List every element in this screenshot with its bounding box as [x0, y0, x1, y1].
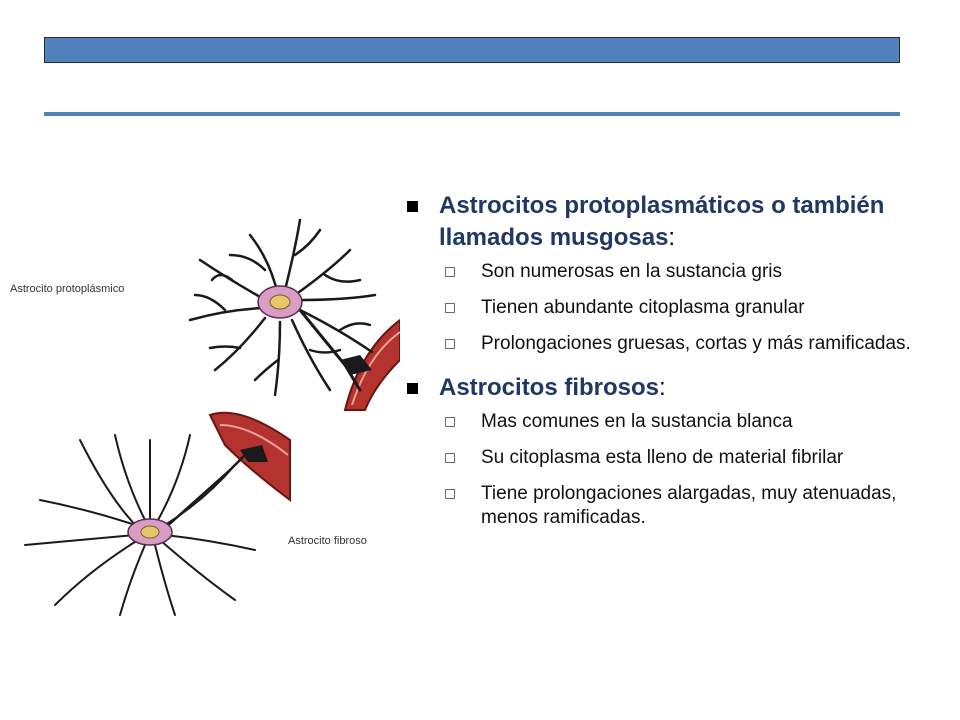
sub-bullet: Son numerosas en la sustancia gris: [405, 260, 950, 284]
fibrous-astrocyte: [24, 434, 256, 616]
bullet-content: Astrocitos protoplasmáticos o también ll…: [405, 190, 950, 542]
bullet-heading: Astrocitos protoplasmáticos o también ll…: [439, 192, 885, 251]
sub-bullet: Prolongaciones gruesas, cortas y más ram…: [405, 332, 950, 356]
sub-bullet-text: Tienen abundante citoplasma granular: [481, 297, 805, 318]
endfoot-bottom: [240, 445, 268, 462]
sub-bullet-text: Tiene prolongaciones alargadas, muy aten…: [481, 483, 897, 528]
square-bullet-icon: [407, 383, 418, 394]
hollow-square-bullet-icon: [445, 267, 455, 277]
sub-bullet-text: Su citoplasma esta lleno de material fib…: [481, 447, 844, 468]
square-bullet-icon: [407, 201, 418, 212]
bullet-fibrous: Astrocitos fibrosos:: [405, 372, 950, 404]
astrocyte-illustration: Astrocito protoplásmico Astrocito fibros…: [10, 218, 400, 616]
hollow-square-bullet-icon: [445, 453, 455, 463]
endfoot-top: [340, 355, 372, 375]
bullet-colon: :: [668, 224, 676, 251]
bullet-colon: :: [659, 374, 666, 401]
label-protoplasmic: Astrocito protoplásmico: [10, 283, 124, 295]
title-bar: [44, 37, 900, 63]
bullet-protoplasmic: Astrocitos protoplasmáticos o también ll…: [405, 190, 950, 254]
sub-bullet-text: Mas comunes en la sustancia blanca: [481, 411, 793, 432]
sub-bullet-text: Son numerosas en la sustancia gris: [481, 261, 782, 282]
hollow-square-bullet-icon: [445, 339, 455, 349]
hollow-square-bullet-icon: [445, 489, 455, 499]
sub-bullet: Tienen abundante citoplasma granular: [405, 296, 950, 320]
bullet-heading: Astrocitos fibrosos: [439, 374, 660, 401]
sub-bullet: Su citoplasma esta lleno de material fib…: [405, 446, 950, 470]
sub-bullet: Tiene prolongaciones alargadas, muy aten…: [405, 482, 950, 530]
sub-bullet-text: Prolongaciones gruesas, cortas y más ram…: [481, 333, 911, 354]
title-underline: [44, 112, 900, 116]
label-fibrous: Astrocito fibroso: [288, 535, 367, 547]
hollow-square-bullet-icon: [445, 417, 455, 427]
sub-bullet: Mas comunes en la sustancia blanca: [405, 410, 950, 434]
hollow-square-bullet-icon: [445, 303, 455, 313]
